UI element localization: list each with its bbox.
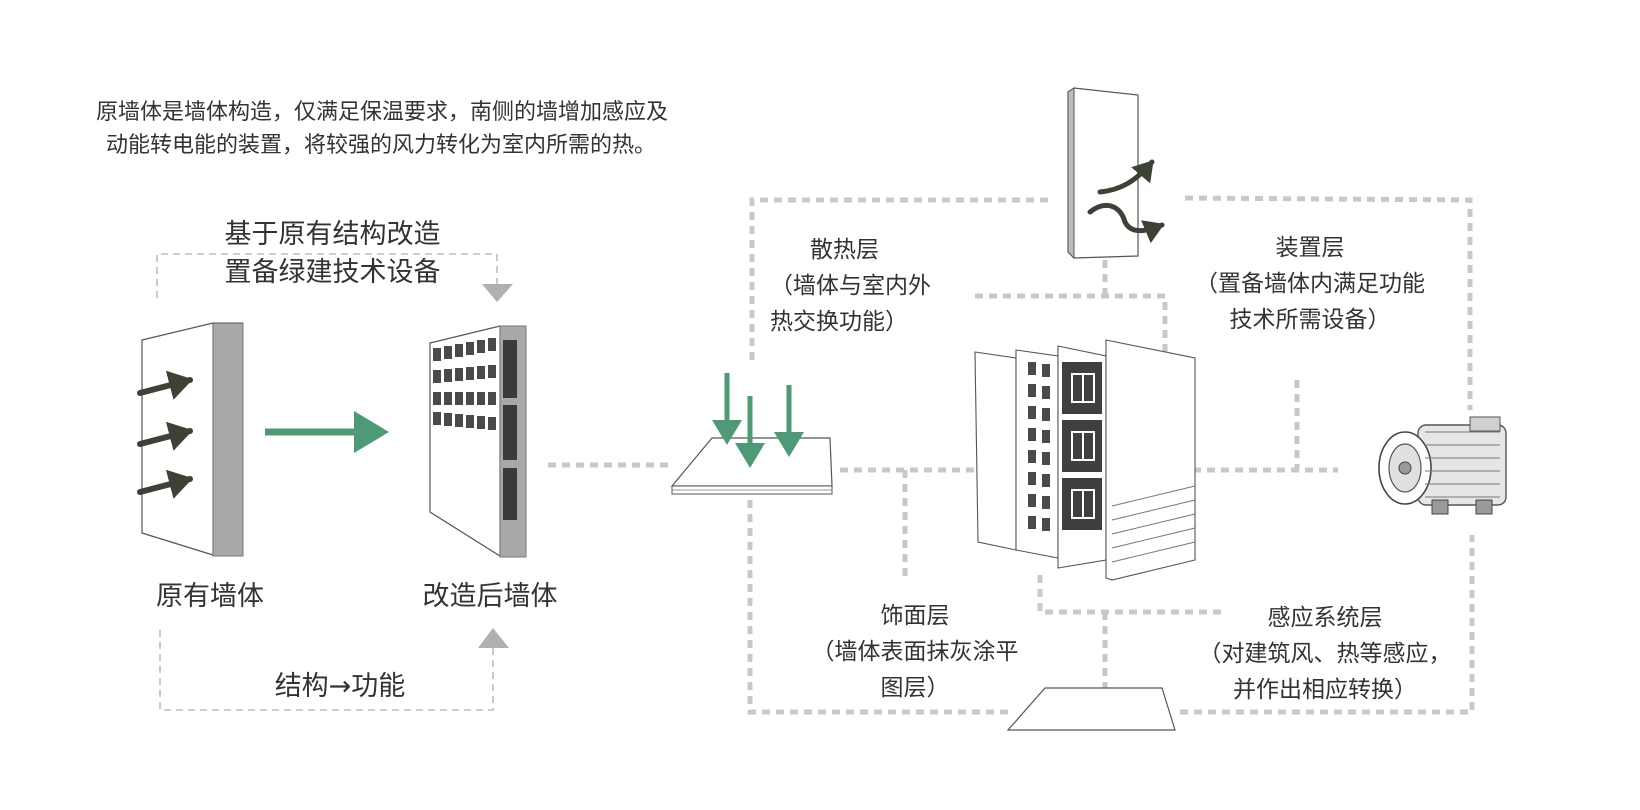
intro-line-1: 原墙体是墙体构造，仅满足保温要求，南侧的墙增加感应及 [96, 100, 669, 125]
sensor-layer-desc-1: （对建筑风、热等感应， [1198, 641, 1452, 667]
device-layer-title: 装置层 [1275, 235, 1345, 261]
heat-flow-arrows [1087, 159, 1165, 244]
sensor-layer-label: 感应系统层 （对建筑风、热等感应， 并作出相应转换） [1195, 600, 1455, 708]
renovation-caption-line-2: 置备绿建技术设备 [224, 257, 441, 288]
device-layer-label: 装置层 （置备墙体内满足功能 技术所需设备） [1180, 230, 1440, 338]
intro-paragraph: 原墙体是墙体构造，仅满足保温要求，南侧的墙增加感应及 动能转电能的装置，将较强的… [96, 96, 668, 162]
heat-layer-desc-2: 热交换功能） [770, 309, 908, 335]
renovation-bracket-arrowhead [482, 284, 513, 302]
original-wall-label: 原有墙体 [156, 581, 264, 612]
renovation-caption-line-1: 基于原有结构改造 [224, 219, 441, 250]
renovation-bracket [156, 253, 498, 298]
renovated-wall-label: 改造后墙体 [422, 581, 558, 612]
heat-layer-desc-1: （墙体与室内外 [770, 273, 931, 299]
generator-device-icon [1378, 416, 1507, 515]
heat-layer-title: 散热层 [810, 237, 879, 263]
wind-arrows [137, 370, 193, 499]
finish-layer-title: 饰面层 [880, 603, 950, 629]
layer-network [747, 195, 1475, 715]
renovation-caption: 基于原有结构改造 置备绿建技术设备 [205, 216, 460, 292]
device-layer-desc-1: （置备墙体内满足功能 [1195, 271, 1425, 297]
layered-wall-assembly [974, 339, 1196, 581]
function-bracket [159, 630, 494, 711]
finish-layer-desc-2: 图层） [880, 675, 950, 701]
renovated-wall [429, 325, 527, 558]
structure-function-caption: 结构→功能 [274, 671, 406, 702]
sensor-layer-title: 感应系统层 [1267, 605, 1383, 631]
intro-line-2: 动能转电能的装置，将较强的风力转化为室内所需的热。 [106, 133, 657, 158]
green-down-arrows [712, 373, 804, 468]
heat-dissipation-layer-label: 散热层 （墙体与室内外 热交换功能） [770, 232, 931, 340]
radiator-panel [1067, 87, 1139, 260]
sensor-layer-desc-2: 并作出相应转换） [1233, 677, 1417, 703]
function-bracket-arrowhead [478, 628, 509, 648]
device-layer-desc-2: 技术所需设备） [1229, 307, 1391, 333]
sensor-base [1006, 687, 1176, 731]
finish-layer-desc-1: （墙体表面抹灰涂平 [811, 639, 1019, 665]
finish-layer-label: 饰面层 （墙体表面抹灰涂平 图层） [795, 598, 1035, 706]
